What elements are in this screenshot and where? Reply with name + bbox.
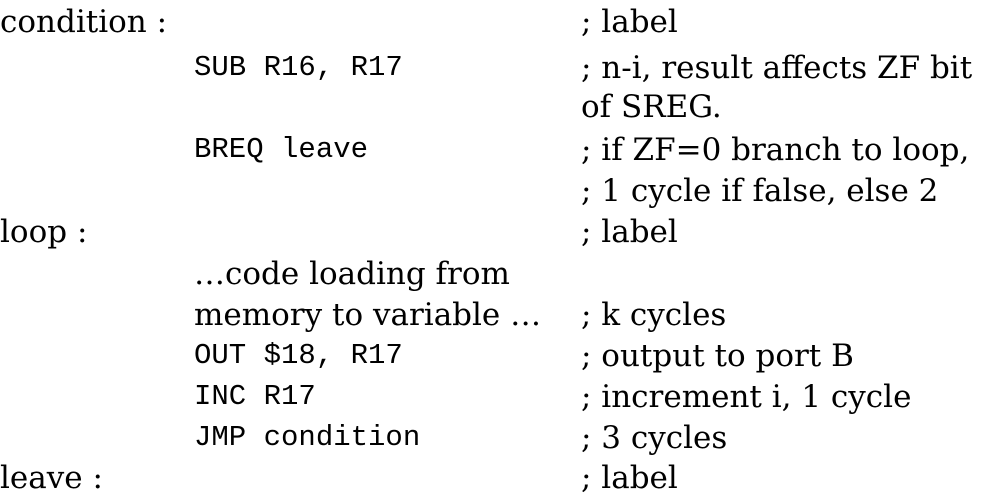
line-comment: ; n-i, result affects ZF bit	[581, 50, 973, 86]
line-instruction: INC R17	[194, 380, 316, 413]
line-comment: ; output to port B	[581, 338, 854, 374]
line-label: leave :	[0, 460, 103, 496]
listing-line-jmp: JMP condition ; 3 cycles	[0, 418, 994, 458]
line-comment: ; k cycles	[581, 297, 727, 333]
line-placeholder-text: memory to variable …	[194, 297, 542, 333]
line-label: condition :	[0, 4, 168, 40]
line-comment: ; 1 cycle if false, else 2	[581, 173, 939, 209]
line-label: loop :	[0, 214, 88, 250]
line-instruction: SUB R16, R17	[194, 51, 403, 84]
listing-line-condition-label: condition : ; label	[0, 2, 994, 42]
line-placeholder-text: …code loading from	[194, 256, 510, 292]
line-instruction: JMP condition	[194, 421, 421, 454]
listing-line-inc: INC R17 ; increment i, 1 cycle	[0, 377, 994, 417]
listing-line-placeholder-2: memory to variable … ; k cycles	[0, 295, 994, 335]
listing-line-leave-label: leave : ; label	[0, 458, 994, 498]
listing-line-sub-continuation: of SREG.	[0, 87, 994, 127]
line-comment: of SREG.	[581, 89, 722, 125]
listing-line-breq-continuation: ; 1 cycle if false, else 2	[0, 171, 994, 211]
line-comment: ; if ZF=0 branch to loop,	[581, 132, 970, 168]
line-comment: ; increment i, 1 cycle	[581, 379, 912, 415]
line-instruction: OUT $18, R17	[194, 339, 403, 372]
listing-line-out: OUT $18, R17 ; output to port B	[0, 336, 994, 376]
line-instruction: BREQ leave	[194, 133, 369, 166]
line-comment: ; label	[581, 214, 678, 250]
listing-line-sub: SUB R16, R17 ; n-i, result affects ZF bi…	[0, 48, 994, 88]
listing-line-breq: BREQ leave ; if ZF=0 branch to loop,	[0, 130, 994, 170]
line-comment: ; label	[581, 4, 678, 40]
line-comment: ; label	[581, 460, 678, 496]
listing-line-loop-label: loop : ; label	[0, 212, 994, 252]
listing-line-placeholder-1: …code loading from	[0, 254, 994, 294]
line-comment: ; 3 cycles	[581, 420, 728, 456]
